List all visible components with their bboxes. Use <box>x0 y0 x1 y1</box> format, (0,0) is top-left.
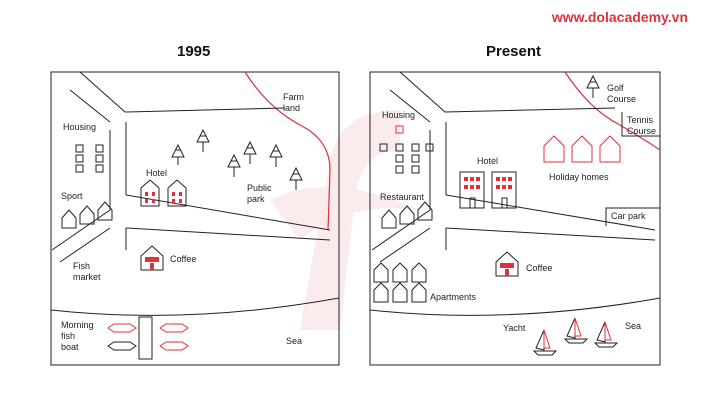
map-present <box>369 71 661 366</box>
label-morning-fish-boat: Morning fish boat <box>61 320 94 352</box>
coastline-present <box>369 297 661 316</box>
restaurant-houses <box>381 201 433 229</box>
map-title-present: Present <box>486 43 542 60</box>
hotel-buildings-present <box>459 171 517 209</box>
label-holiday-homes: Holiday homes <box>549 172 609 182</box>
label-coffee-1995: Coffee <box>170 254 197 264</box>
road-horizontal <box>125 194 331 241</box>
coffee-building-present <box>495 251 519 277</box>
label-tennis-course: Tennis Course <box>627 115 657 136</box>
label-sport: Sport <box>61 191 83 201</box>
label-hotel-1995: Hotel <box>146 168 168 178</box>
label-farm-land: Farm land <box>283 92 304 113</box>
label-sea-1995: Sea <box>286 336 303 346</box>
label-housing-1995: Housing <box>63 122 97 132</box>
road-middle-present <box>371 122 447 251</box>
road-lower <box>59 227 127 263</box>
park-trees <box>171 128 303 190</box>
yachts <box>532 317 619 356</box>
road-lower-present <box>379 227 447 263</box>
label-golf-course: Golf Course <box>607 83 637 104</box>
label-sea-present: Sea <box>625 321 642 331</box>
golf-course-boundary <box>564 71 661 151</box>
label-restaurant: Restaurant <box>380 192 425 202</box>
label-coffee-present: Coffee <box>526 263 553 273</box>
label-public-park: Public park <box>247 183 272 204</box>
jetty <box>138 316 153 360</box>
fishing-boats <box>107 323 189 351</box>
road-horizontal-present <box>445 194 656 241</box>
label-housing-present: Housing <box>382 110 416 120</box>
background-watermark-shape <box>270 110 420 330</box>
coffee-building-1995 <box>140 245 164 271</box>
housing-blocks-present <box>379 125 434 174</box>
road-middle <box>51 122 127 251</box>
map-1995-frame <box>50 71 340 366</box>
car-park-box <box>605 207 660 226</box>
holiday-homes <box>543 135 621 163</box>
label-apartments: Apartments <box>430 292 477 302</box>
road-top <box>69 71 286 123</box>
label-fish-market: Fish market <box>73 261 101 282</box>
map-1995 <box>50 71 340 366</box>
tennis-court-box <box>621 112 660 137</box>
apartments <box>373 262 427 303</box>
farm-land-boundary <box>244 71 331 231</box>
hotel-buildings-1995 <box>140 179 187 207</box>
map-title-1995: 1995 <box>177 43 211 60</box>
map-present-frame <box>369 71 661 366</box>
label-hotel-present: Hotel <box>477 156 499 166</box>
golf-tree <box>586 74 600 98</box>
watermark: www.dolacademy.vn <box>551 9 688 25</box>
label-yacht: Yacht <box>503 323 526 333</box>
housing-blocks-1995 <box>75 144 104 173</box>
label-car-park: Car park <box>611 211 646 221</box>
sport-houses <box>61 201 113 229</box>
coastline <box>50 297 340 316</box>
road-top-present <box>389 71 616 123</box>
